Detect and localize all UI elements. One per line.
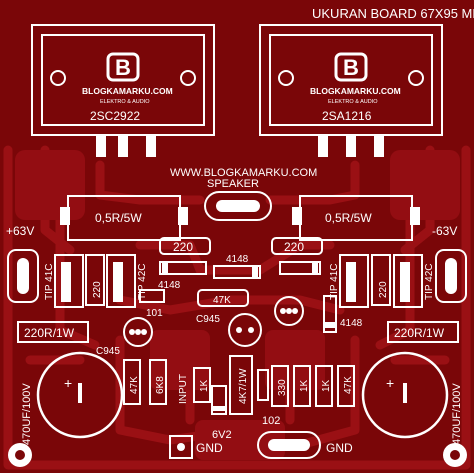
terminal-plus63v [7, 249, 39, 303]
r47k-b-label: 47K [343, 376, 354, 394]
logo-letter-left: B [115, 55, 131, 80]
r220r1w-left-label: 220R/1W [24, 326, 75, 340]
resistor-47k-b: 47K [337, 365, 355, 407]
tip42c-right-label: TIP 42C [424, 264, 435, 301]
website-label: WWW.BLOGKAMARKU.COM [170, 167, 317, 179]
zener-6v2 [211, 385, 227, 415]
resistor-0r5-right: 0,5R/5W [292, 195, 420, 241]
r47k-a-label: 47K [129, 376, 140, 394]
resistor-220-vertical-right: 220 [371, 254, 391, 306]
resistor-220-vertical-left: 220 [85, 254, 105, 306]
res-right-label: 0,5R/5W [325, 211, 372, 225]
transistor-2sa1216: B BLOGKAMARKU.COM ELEKTRO & AUDIO 2SA121… [259, 24, 443, 157]
input-label: INPUT [178, 374, 189, 404]
input-gnd-pad: GND [169, 435, 223, 459]
cap-470uf-right: + 470UF/100V [361, 351, 463, 445]
svg-text:+: + [386, 375, 394, 391]
board-title: UKURAN BOARD 67X95 MM [312, 6, 474, 21]
r6k8-label: 6K8 [155, 376, 166, 394]
cap-101-label: 101 [146, 308, 163, 319]
resistor-220r1w-right: 220R/1W [387, 321, 459, 343]
tip42c-left-label: TIP 42C [137, 264, 148, 301]
cap-470uf-left: + 470UF/100V [21, 351, 124, 445]
resistor-220-left: 220 [159, 237, 211, 255]
gnd-left-label: GND [196, 441, 223, 455]
r4k7-label: 4K7/1W [238, 368, 249, 404]
resistor-1k-c: 1K [315, 365, 333, 407]
r1k-b-label: 1K [299, 379, 310, 392]
transistor-c945-right [274, 296, 304, 326]
gnd-right-label: GND [326, 441, 353, 455]
diode-4148-vertical: 4148 [323, 295, 363, 333]
tip42c-right: TIP 42C [393, 254, 435, 308]
r220-vert-right-label: 220 [378, 281, 389, 298]
cap-left-label: 470UF/100V [21, 383, 33, 445]
electrolytic-small [228, 313, 262, 347]
resistor-220-right: 220 [271, 237, 323, 255]
diode-4148-left-label: 4148 [158, 280, 181, 291]
r220-left-label: 220 [173, 240, 193, 254]
transistor-c945-left: C945 [96, 317, 153, 357]
c945-left-label: C945 [96, 346, 120, 357]
transistor-part-right: 2SA1216 [322, 109, 372, 123]
svg-text:+: + [64, 375, 72, 391]
r1k-a-label: 1K [199, 379, 210, 392]
tip41c-left-label: TIP 41C [44, 264, 55, 301]
c945-right-label: C945 [196, 314, 220, 325]
transistor-part-left: 2SC2922 [90, 109, 140, 123]
diode-4148-right [279, 261, 321, 275]
r1k-c-label: 1K [321, 379, 332, 392]
plus63v-label: +63V [6, 224, 34, 238]
res-left-label: 0,5R/5W [95, 211, 142, 225]
resistor-220r1w-left: 220R/1W [17, 321, 89, 343]
mounting-hole-left [8, 443, 32, 467]
resistor-1k-b: 1K [293, 365, 311, 407]
transistor-2sc2922: B BLOGKAMARKU.COM ELEKTRO & AUDIO 2SC292… [31, 24, 215, 157]
speaker-label: SPEAKER [207, 178, 259, 190]
logo-website-right: BLOGKAMARKU.COM [310, 86, 401, 96]
cap-right-label: 470UF/100V [451, 383, 463, 445]
diode-4148-vert-label: 4148 [340, 318, 363, 329]
logo-tagline-left: ELEKTRO & AUDIO [100, 99, 150, 105]
tip41c-left: TIP 41C [44, 254, 84, 308]
tip41c-right: TIP 41C [329, 254, 369, 308]
diode-4148-top: 4148 [213, 254, 261, 279]
tip41c-right-label: TIP 41C [329, 264, 340, 301]
resistor-47k-a: 47K [123, 359, 141, 405]
logo-tagline-right: ELEKTRO & AUDIO [328, 99, 378, 105]
resistor-0r5-left: 0,5R/5W [60, 195, 188, 241]
tip42c-left: TIP 42C [106, 254, 148, 308]
resistor-1k-a: 1K [193, 367, 211, 403]
logo-website-left: BLOGKAMARKU.COM [82, 86, 173, 96]
minus63v-label: -63V [432, 224, 457, 238]
r220r1w-right-label: 220R/1W [394, 326, 445, 340]
label-102: 102 [262, 415, 280, 427]
label-6v2: 6V2 [212, 429, 232, 441]
resistor-47k-mid: 47K [197, 289, 249, 307]
gnd-terminal: GND [257, 431, 353, 459]
resistor-6k8: 6K8 [149, 359, 167, 405]
diode-4148-left: 4148 [158, 261, 207, 291]
logo-letter-right: B [343, 55, 359, 80]
cap-vertical-small [257, 369, 269, 401]
terminal-minus63v [435, 249, 467, 303]
resistor-4k7: 4K7/1W [229, 355, 253, 415]
r47k-mid-label: 47K [213, 295, 231, 306]
speaker-terminal [204, 191, 272, 221]
mounting-hole-right [443, 443, 467, 467]
r220-right-label: 220 [284, 240, 304, 254]
diode-4148-top-label: 4148 [226, 254, 249, 265]
cap-101: 101 [139, 289, 165, 319]
resistor-330: 330 [271, 365, 289, 407]
r330-label: 330 [277, 379, 288, 396]
r220-vert-label: 220 [92, 281, 103, 298]
